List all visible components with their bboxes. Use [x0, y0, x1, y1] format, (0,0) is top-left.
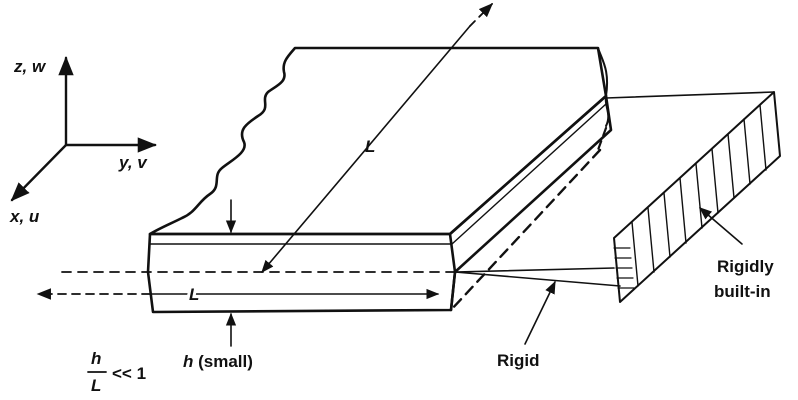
length-label-horizontal: L [189, 285, 199, 304]
wall-pointer [699, 207, 743, 245]
thickness-symbol: h [183, 352, 193, 371]
thickness-label: h (small) [183, 352, 253, 371]
y-axis-label: y, v [118, 153, 148, 172]
x-axis-arrow [10, 143, 68, 202]
length-dimension-diagonal: L [261, 2, 494, 273]
length-dimension-horizontal: L [36, 282, 440, 307]
plate [146, 46, 613, 314]
z-axis-label: z, w [13, 57, 47, 76]
ratio-numerator: h [91, 349, 101, 368]
rigid-label: Rigid [497, 351, 540, 370]
length-label-diagonal: L [365, 137, 375, 156]
thickness-note: (small) [193, 352, 253, 371]
wall-label-line2: built-in [714, 282, 771, 301]
thickness-dimension: h (small) [183, 199, 253, 371]
x-axis-label: x, u [9, 207, 40, 226]
wall-label-line1: Rigidly [717, 257, 774, 276]
rigid-pointer [524, 280, 556, 345]
rigid-links [454, 91, 775, 287]
ratio-relation: << 1 [112, 364, 146, 383]
ratio-denominator: L [91, 376, 101, 395]
coordinate-axes: z, w y, v x, u [9, 56, 157, 226]
ratio-expression: h L << 1 [87, 349, 146, 395]
plate-top-face [148, 46, 608, 236]
plate-side-face [448, 94, 613, 274]
built-in-wall [613, 91, 781, 303]
plate-hidden-edge [449, 148, 602, 312]
